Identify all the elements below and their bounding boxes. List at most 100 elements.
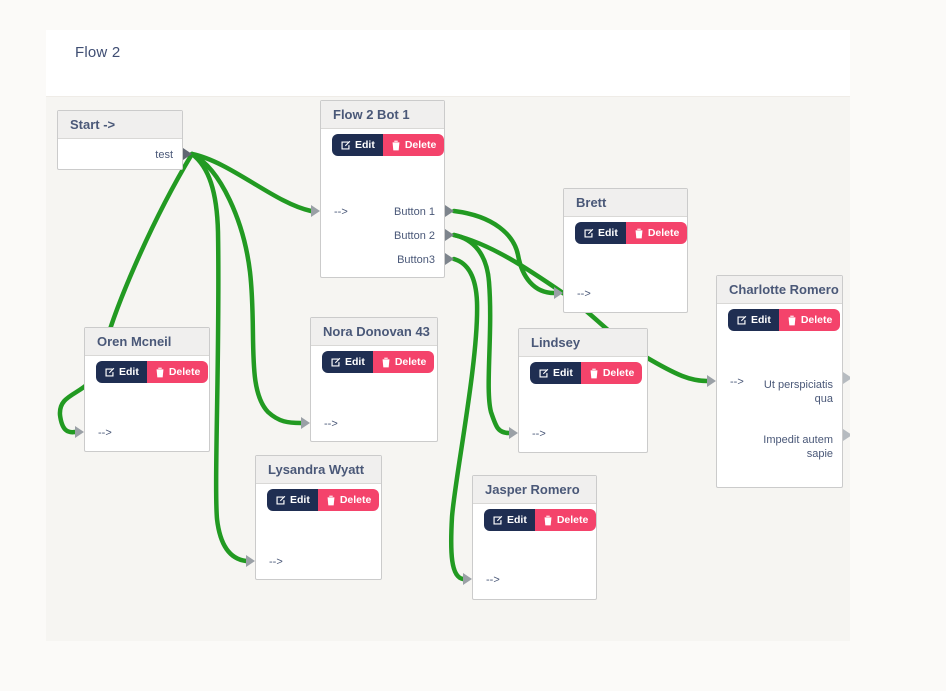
output-port-button3[interactable]: Button3 bbox=[397, 254, 435, 266]
node-title-oren[interactable]: Oren Mcneil bbox=[85, 328, 209, 356]
input-port[interactable]: --> bbox=[486, 574, 500, 586]
delete-label: Delete bbox=[339, 494, 372, 506]
connection-flow2bot1.button2-to-charlotte.in[interactable] bbox=[451, 232, 710, 384]
endpoint-marker-charlotte.in[interactable] bbox=[707, 375, 716, 387]
endpoint-marker-flow2bot1.button1[interactable] bbox=[445, 205, 454, 217]
delete-label: Delete bbox=[404, 139, 437, 151]
input-port[interactable]: --> bbox=[324, 418, 338, 430]
input-port[interactable]: --> bbox=[577, 288, 591, 300]
node-title-start[interactable]: Start -> bbox=[58, 111, 182, 139]
input-port[interactable]: --> bbox=[334, 206, 348, 218]
flow-header-band: Flow 2 bbox=[46, 30, 850, 97]
edit-icon bbox=[330, 357, 341, 368]
output-port-impedit[interactable]: Impedit autem sapie bbox=[763, 434, 833, 460]
trash-icon bbox=[381, 357, 391, 368]
node-title-lysandra[interactable]: Lysandra Wyatt bbox=[256, 456, 381, 484]
flow-node-charlotte[interactable]: Charlotte Romero Edit Delete --> Ut pers… bbox=[716, 275, 843, 488]
connections-svg bbox=[57, 148, 850, 585]
input-port[interactable]: --> bbox=[730, 376, 744, 388]
edit-button[interactable]: Edit bbox=[267, 489, 318, 511]
node-title-jasper[interactable]: Jasper Romero bbox=[473, 476, 596, 504]
edit-button[interactable]: Edit bbox=[484, 509, 535, 531]
trash-icon bbox=[589, 368, 599, 379]
delete-button[interactable]: Delete bbox=[372, 351, 435, 373]
endpoint-marker-charlotte.out2[interactable] bbox=[843, 429, 850, 441]
edit-label: Edit bbox=[345, 356, 365, 368]
edit-button[interactable]: Edit bbox=[322, 351, 373, 373]
endpoint-marker-brett.in[interactable] bbox=[554, 287, 563, 299]
connection-flow2bot1.button3-to-jasper.in[interactable] bbox=[448, 256, 480, 582]
node-title-lindsey[interactable]: Lindsey bbox=[519, 329, 647, 357]
connection-start.test-to-nora.in[interactable] bbox=[189, 151, 304, 426]
endpoint-marker-flow2bot1.button2[interactable] bbox=[445, 229, 454, 241]
edit-label: Edit bbox=[119, 366, 139, 378]
delete-label: Delete bbox=[647, 227, 680, 239]
flow-node-brett[interactable]: Brett Edit Delete --> bbox=[563, 188, 688, 313]
connection-start.test-to-lysandra.in[interactable] bbox=[189, 151, 249, 564]
edit-button[interactable]: Edit bbox=[575, 222, 626, 244]
output-port-button2[interactable]: Button 2 bbox=[394, 230, 435, 242]
delete-button[interactable]: Delete bbox=[778, 309, 841, 331]
delete-label: Delete bbox=[800, 314, 833, 326]
endpoint-marker-lindsey.in[interactable] bbox=[509, 427, 518, 439]
delete-button[interactable]: Delete bbox=[317, 489, 380, 511]
endpoint-marker-flow2bot1.in[interactable] bbox=[311, 205, 320, 217]
endpoint-marker-start.test[interactable] bbox=[183, 148, 192, 160]
trash-icon bbox=[787, 315, 797, 326]
edit-label: Edit bbox=[355, 139, 375, 151]
edit-button[interactable]: Edit bbox=[530, 362, 581, 384]
delete-label: Delete bbox=[168, 366, 201, 378]
input-port[interactable]: --> bbox=[532, 428, 546, 440]
input-port[interactable]: --> bbox=[269, 556, 283, 568]
delete-button[interactable]: Delete bbox=[534, 509, 597, 531]
connection-flow2bot1.button1-to-brett.in[interactable] bbox=[451, 208, 557, 296]
edit-icon bbox=[538, 368, 549, 379]
edit-icon bbox=[104, 367, 115, 378]
output-port-test[interactable]: test bbox=[155, 149, 173, 161]
edit-button[interactable]: Edit bbox=[728, 309, 779, 331]
edit-label: Edit bbox=[290, 494, 310, 506]
delete-label: Delete bbox=[602, 367, 635, 379]
endpoint-marker-charlotte.out1[interactable] bbox=[843, 372, 850, 384]
connection-start.test-to-flow2bot1.in[interactable] bbox=[189, 151, 314, 214]
endpoint-marker-flow2bot1.button3[interactable] bbox=[445, 253, 454, 265]
trash-icon bbox=[543, 515, 553, 526]
delete-label: Delete bbox=[394, 356, 427, 368]
edit-button[interactable]: Edit bbox=[332, 134, 383, 156]
delete-button[interactable]: Delete bbox=[382, 134, 445, 156]
edit-icon bbox=[736, 315, 747, 326]
endpoint-marker-lysandra.in[interactable] bbox=[246, 555, 255, 567]
trash-icon bbox=[326, 495, 336, 506]
input-port[interactable]: --> bbox=[98, 427, 112, 439]
delete-label: Delete bbox=[556, 514, 589, 526]
flow-node-jasper[interactable]: Jasper Romero Edit Delete --> bbox=[472, 475, 597, 600]
edit-label: Edit bbox=[553, 367, 573, 379]
edit-label: Edit bbox=[598, 227, 618, 239]
delete-button[interactable]: Delete bbox=[146, 361, 209, 383]
flow-node-oren[interactable]: Oren Mcneil Edit Delete --> bbox=[84, 327, 210, 452]
delete-button[interactable]: Delete bbox=[625, 222, 688, 244]
node-title-nora[interactable]: Nora Donovan 43 bbox=[311, 318, 437, 346]
endpoint-marker-oren.in[interactable] bbox=[75, 426, 84, 438]
edit-icon bbox=[340, 140, 351, 151]
flow-node-lindsey[interactable]: Lindsey Edit Delete --> bbox=[518, 328, 648, 453]
node-title-brett[interactable]: Brett bbox=[564, 189, 687, 217]
endpoint-marker-nora.in[interactable] bbox=[301, 417, 310, 429]
delete-button[interactable]: Delete bbox=[580, 362, 643, 384]
edit-button[interactable]: Edit bbox=[96, 361, 147, 383]
flow-node-flow2bot1[interactable]: Flow 2 Bot 1 Edit Delete --> Button 1 Bu… bbox=[320, 100, 445, 278]
connection-flow2bot1.button2-to-lindsey.in[interactable] bbox=[451, 232, 512, 436]
edit-label: Edit bbox=[507, 514, 527, 526]
flow-node-start[interactable]: Start -> test bbox=[57, 110, 183, 170]
output-port-button1[interactable]: Button 1 bbox=[394, 206, 435, 218]
flow-node-lysandra[interactable]: Lysandra Wyatt Edit Delete --> bbox=[255, 455, 382, 580]
flow-title: Flow 2 bbox=[75, 44, 121, 61]
output-port-ut[interactable]: Ut perspiciatis qua bbox=[763, 379, 833, 405]
edit-icon bbox=[583, 228, 594, 239]
node-title-flow2bot1[interactable]: Flow 2 Bot 1 bbox=[321, 101, 444, 129]
node-title-charlotte[interactable]: Charlotte Romero bbox=[717, 276, 842, 304]
flow-canvas[interactable]: Start -> test Flow 2 Bot 1 Edit Delete -… bbox=[46, 97, 850, 641]
flow-node-nora[interactable]: Nora Donovan 43 Edit Delete --> bbox=[310, 317, 438, 442]
edit-icon bbox=[275, 495, 286, 506]
endpoint-marker-jasper.in[interactable] bbox=[463, 573, 472, 585]
